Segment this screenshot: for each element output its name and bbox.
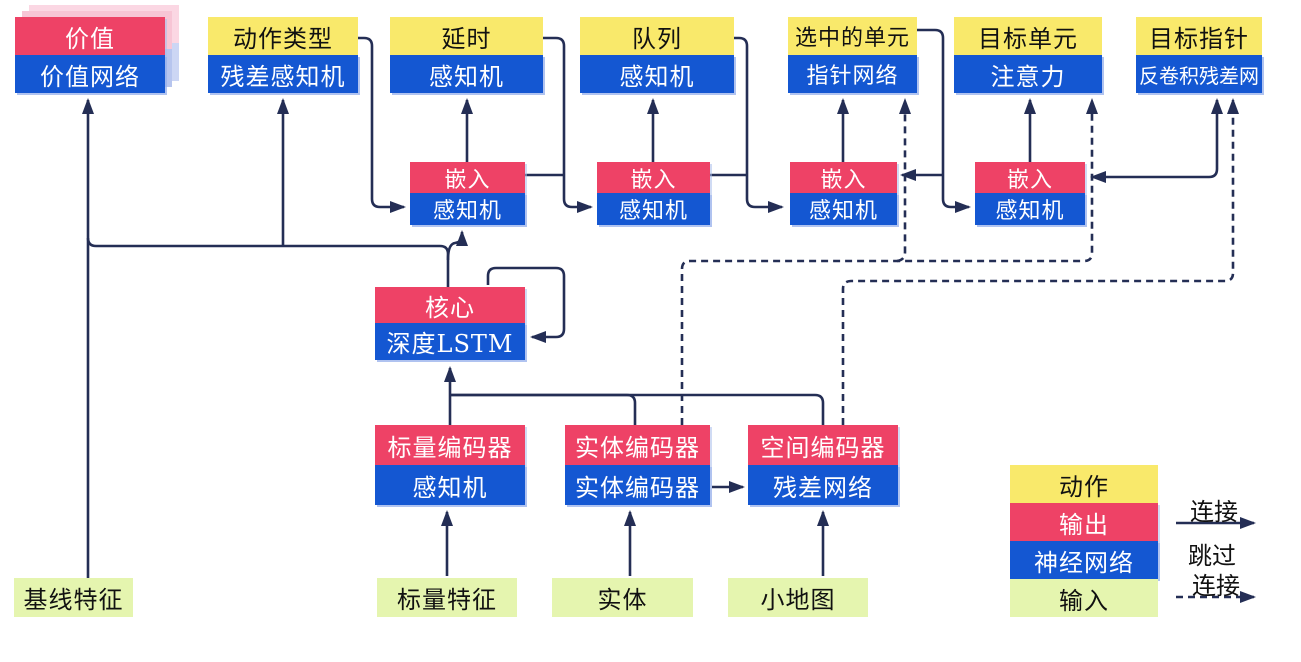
node-target-point-network: 反卷积残差网: [1136, 55, 1262, 93]
node-selected-units-action: 选中的单元: [788, 17, 917, 55]
node-value-network: 价值网络: [15, 55, 165, 93]
node-queued: 队列 感知机: [580, 17, 734, 93]
node-value: 价值 价值网络: [15, 17, 165, 93]
node-embedding-4: 嵌入 感知机: [975, 162, 1085, 225]
node-target-unit: 目标单元 注意力: [954, 17, 1102, 93]
node-selected-units: 选中的单元 指针网络: [788, 17, 917, 93]
node-embedding-3-network: 感知机: [790, 193, 897, 225]
skip-entity-to-target-unit: [680, 98, 1098, 425]
edge-core-self-loop: [486, 266, 566, 343]
node-core: 核心 深度LSTM: [375, 287, 525, 360]
node-target-unit-network: 注意力: [954, 55, 1102, 93]
node-action-type: 动作类型 残差感知机: [208, 17, 358, 93]
node-delay-action: 延时: [390, 17, 543, 55]
node-queued-network: 感知机: [580, 55, 734, 93]
node-entity-encoder-output: 实体编码器: [565, 425, 710, 465]
legend-output: 输出: [1010, 503, 1158, 541]
node-delay: 延时 感知机: [390, 17, 543, 93]
legend-dashed-arrow-label-line1: 跳过: [1188, 542, 1236, 570]
legend-input: 输入: [1010, 579, 1158, 617]
skip-spatial-to-target-point: [841, 98, 1239, 425]
node-entity-encoder: 实体编码器 实体编码器: [565, 425, 710, 505]
node-selected-units-network: 指针网络: [788, 55, 917, 93]
node-target-point: 目标指针 反卷积残差网: [1136, 17, 1262, 93]
edge-spatial-encoder-to-core-bus: [450, 393, 825, 425]
node-embedding-4-output: 嵌入: [975, 162, 1085, 193]
skip-entity-to-selected-units: [896, 98, 911, 263]
node-target-unit-action: 目标单元: [954, 17, 1102, 55]
node-embedding-1: 嵌入 感知机: [410, 162, 525, 225]
edge-embedding4-target-point: [1090, 98, 1223, 183]
node-embedding-1-network: 感知机: [410, 193, 525, 225]
legend: 动作 输出 神经网络 输入: [1010, 465, 1158, 617]
legend-network: 神经网络: [1010, 541, 1158, 579]
node-embedding-3-output: 嵌入: [790, 162, 897, 193]
node-delay-network: 感知机: [390, 55, 543, 93]
edge-entity-encoder-to-core-bus: [450, 393, 637, 425]
node-spatial-encoder-output: 空间编码器: [748, 425, 898, 465]
input-minimap: 小地图: [728, 578, 868, 617]
node-action-type-network: 残差感知机: [208, 55, 358, 93]
node-spatial-encoder-network: 残差网络: [748, 465, 898, 505]
node-embedding-2: 嵌入 感知机: [597, 162, 710, 225]
legend-action: 动作: [1010, 465, 1158, 503]
input-entities: 实体: [552, 578, 693, 617]
node-scalar-encoder-output: 标量编码器: [375, 425, 525, 465]
node-action-type-action: 动作类型: [208, 17, 358, 55]
node-queued-action: 队列: [580, 17, 734, 55]
legend-solid-arrow-label: 连接: [1190, 498, 1238, 526]
input-baseline-features: 基线特征: [14, 578, 133, 617]
node-embedding-3: 嵌入 感知机: [790, 162, 897, 225]
node-embedding-1-output: 嵌入: [410, 162, 525, 193]
node-scalar-encoder-network: 感知机: [375, 465, 525, 505]
node-spatial-encoder: 空间编码器 残差网络: [748, 425, 898, 505]
node-embedding-4-network: 感知机: [975, 193, 1085, 225]
legend-dashed-arrow-label-line2: 连接: [1192, 572, 1240, 600]
node-value-output: 价值: [15, 17, 165, 55]
node-scalar-encoder: 标量编码器 感知机: [375, 425, 525, 505]
edge-core-output-bus: [86, 237, 450, 287]
edge-selected-units-to-embedding4: [917, 28, 971, 213]
node-embedding-2-output: 嵌入: [597, 162, 710, 193]
node-entity-encoder-network: 实体编码器: [565, 465, 710, 505]
node-embedding-2-network: 感知机: [597, 193, 710, 225]
input-scalar-features: 标量特征: [377, 578, 517, 617]
edge-action-type-to-embedding1: [358, 36, 406, 213]
edge-core-to-embedding1: [446, 230, 468, 261]
node-core-output: 核心: [375, 287, 525, 323]
node-target-point-action: 目标指针: [1136, 17, 1262, 55]
node-core-network: 深度LSTM: [375, 323, 525, 360]
edge-queued-to-embedding3: [734, 36, 784, 213]
edge-delay-to-embedding2: [543, 36, 593, 213]
